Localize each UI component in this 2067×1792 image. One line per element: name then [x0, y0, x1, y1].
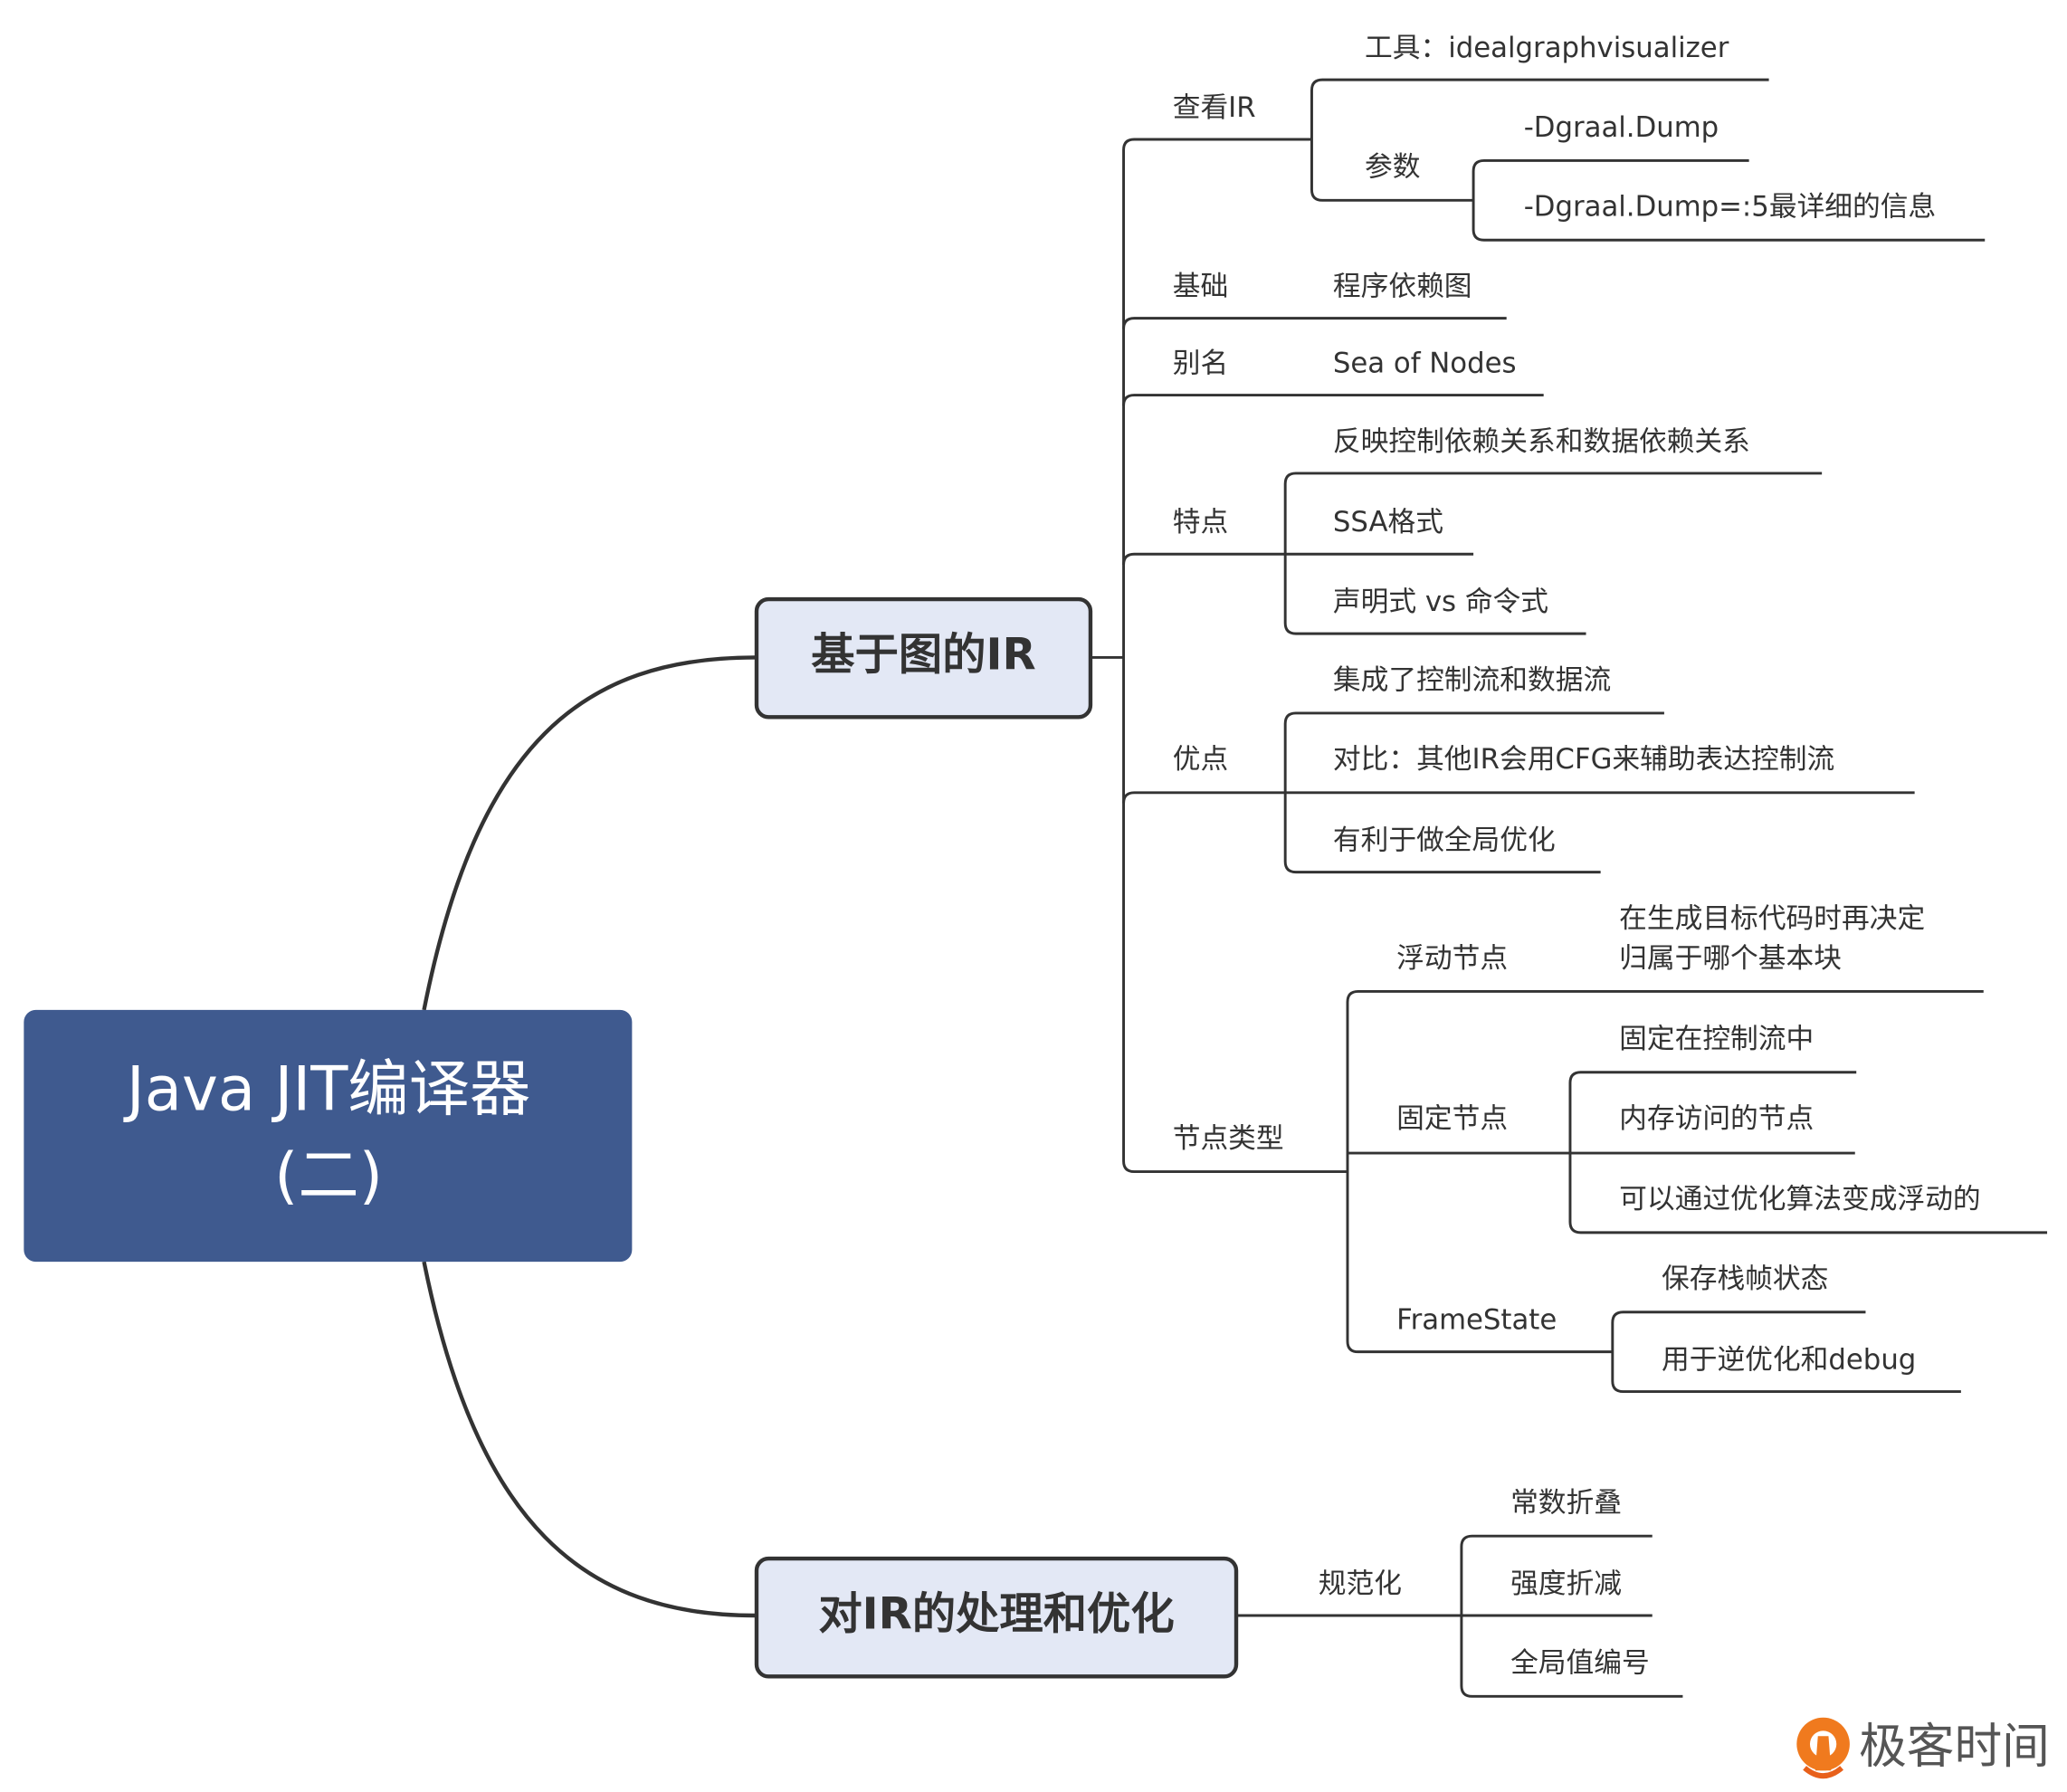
root-subtitle: (二) [274, 1139, 383, 1211]
topic-params[interactable]: 参数 [1365, 151, 1420, 184]
topic-floating-node[interactable]: 浮动节点 [1396, 942, 1508, 975]
topic-fixed-item[interactable]: 可以通过优化算法变成浮动的 [1619, 1183, 1981, 1215]
branch1-lines [1091, 78, 2048, 1394]
topic-basis[interactable]: 基础 [1173, 270, 1228, 302]
topic-features[interactable]: 特点 [1173, 506, 1228, 539]
topic-advantage-item[interactable]: 对比：其他IR会用CFG来辅助表达控制流 [1333, 743, 1834, 776]
topic-fixed-item[interactable]: 内存访问的节点 [1619, 1102, 1814, 1135]
geektime-logo: 极客时间 [1796, 1717, 2050, 1779]
topic-framestate-item[interactable]: 用于逆优化和debug [1662, 1343, 1916, 1376]
topic-canonicalize-item[interactable]: 强度折减 [1510, 1568, 1622, 1600]
topic-feature-item[interactable]: 反映控制依赖关系和数据依赖关系 [1333, 425, 1750, 458]
topic-canonicalize-item[interactable]: 常数折叠 [1510, 1487, 1622, 1520]
topic-tool[interactable]: 工具：idealgraphvisualizer [1365, 32, 1729, 64]
topic-fixed-item[interactable]: 固定在控制流中 [1619, 1023, 1814, 1055]
topic-floating-desc[interactable]: 归属于哪个基本块 [1619, 942, 1842, 975]
root-node[interactable]: Java JIT编译器 (二) [24, 1009, 633, 1263]
branch1-title: 基于图的IR [811, 629, 1035, 680]
branch1-node[interactable]: 基于图的IR [754, 596, 1093, 720]
topic-alias[interactable]: 别名 [1173, 347, 1228, 379]
topic-fixed-node[interactable]: 固定节点 [1396, 1102, 1508, 1135]
topic-view-ir[interactable]: 查看IR [1173, 91, 1256, 124]
branch2-title: 对IR的处理和优化 [818, 1588, 1174, 1639]
topic-feature-item[interactable]: 声明式 vs 命令式 [1333, 586, 1548, 618]
branch2-lines [1237, 1534, 1683, 1698]
topic-param-item[interactable]: -Dgraal.Dump [1524, 111, 1719, 144]
topic-framestate-item[interactable]: 保存栈帧状态 [1662, 1263, 1828, 1295]
branch2-node[interactable]: 对IR的处理和优化 [754, 1556, 1239, 1679]
topic-node-types[interactable]: 节点类型 [1173, 1122, 1284, 1155]
topic-param-item[interactable]: -Dgraal.Dump=:5最详细的信息 [1524, 191, 1937, 224]
connector-branch1 [422, 655, 756, 1011]
connector-branch2 [422, 1261, 756, 1618]
topic-floating-desc[interactable]: 在生成目标代码时再决定 [1619, 902, 1925, 935]
topic-advantage-item[interactable]: 集成了控制流和数据流 [1333, 663, 1611, 696]
topic-basis-value[interactable]: 程序依赖图 [1333, 270, 1472, 302]
root-title: Java JIT编译器 [123, 1053, 530, 1125]
topic-advantages[interactable]: 优点 [1173, 743, 1228, 776]
topic-framestate[interactable]: FrameState [1396, 1303, 1557, 1336]
topic-feature-item[interactable]: SSA格式 [1333, 506, 1443, 539]
topic-canonicalize[interactable]: 规范化 [1319, 1568, 1402, 1600]
topic-advantage-item[interactable]: 有利于做全局优化 [1333, 824, 1556, 856]
topic-alias-value[interactable]: Sea of Nodes [1333, 347, 1517, 379]
topic-canonicalize-item[interactable]: 全局值编号 [1510, 1647, 1650, 1680]
logo-text: 极客时间 [1859, 1720, 2050, 1775]
